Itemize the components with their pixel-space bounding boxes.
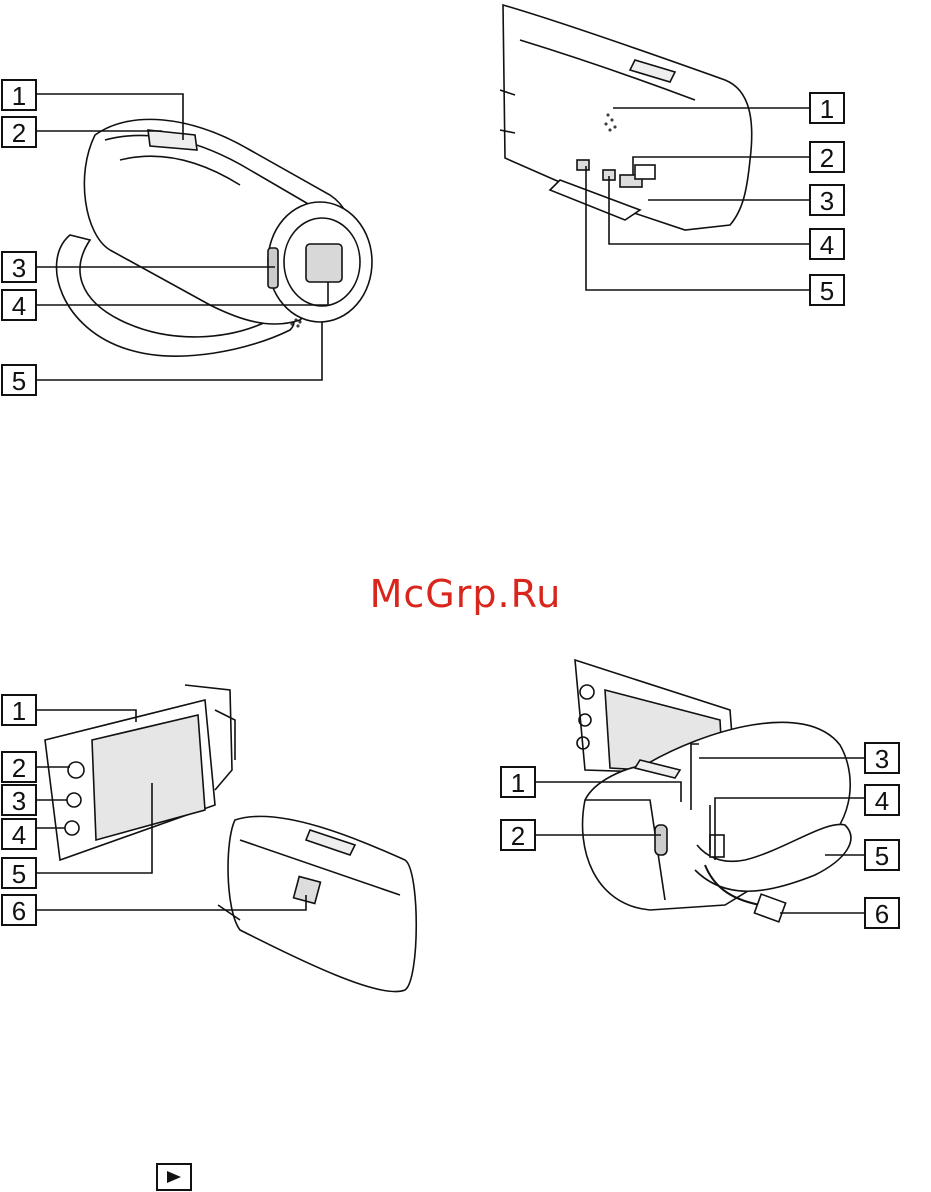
callout-label: 5 [875, 841, 889, 871]
callout-label: 2 [12, 118, 26, 148]
callout-label: 5 [820, 276, 834, 306]
watermark: McGrp.Ru [0, 572, 931, 616]
callout-label: 6 [875, 899, 889, 929]
callout-label: 3 [875, 744, 889, 774]
callout-label: 3 [820, 186, 834, 216]
lens-cover-switch [268, 248, 278, 288]
callout-label: 4 [820, 230, 834, 260]
callout-label: 5 [12, 859, 26, 889]
diagram-camcorder-front: 1 2 3 4 5 [0, 0, 465, 430]
callout-label: 6 [12, 896, 26, 926]
diagram-camcorder-rear: 3 1 4 2 5 6 [465, 650, 931, 950]
callout-label: 1 [511, 768, 525, 798]
callout-label: 2 [511, 821, 525, 851]
hdmi-jack [577, 160, 589, 170]
callout-label: 4 [12, 291, 26, 321]
callout-label: 5 [12, 366, 26, 396]
usb-plug [754, 894, 785, 922]
lens [306, 244, 342, 282]
callout-label: 3 [12, 253, 26, 283]
camcorder-body [503, 5, 752, 230]
callout-label: 2 [12, 753, 26, 783]
callout-label: 3 [12, 786, 26, 816]
callout-label: 1 [12, 81, 26, 111]
callout-label: 1 [820, 94, 834, 124]
diagram-lcd-panel: 1 2 3 4 5 6 [0, 680, 465, 1010]
callout-label: 4 [12, 820, 26, 850]
play-icon [156, 1163, 192, 1191]
callout-label: 2 [820, 143, 834, 173]
button-6 [294, 877, 321, 904]
callout-label: 1 [12, 696, 26, 726]
diagram-camcorder-side: 1 2 3 4 5 [465, 0, 931, 430]
callout-label: 4 [875, 786, 889, 816]
start-stop-button [655, 825, 667, 855]
